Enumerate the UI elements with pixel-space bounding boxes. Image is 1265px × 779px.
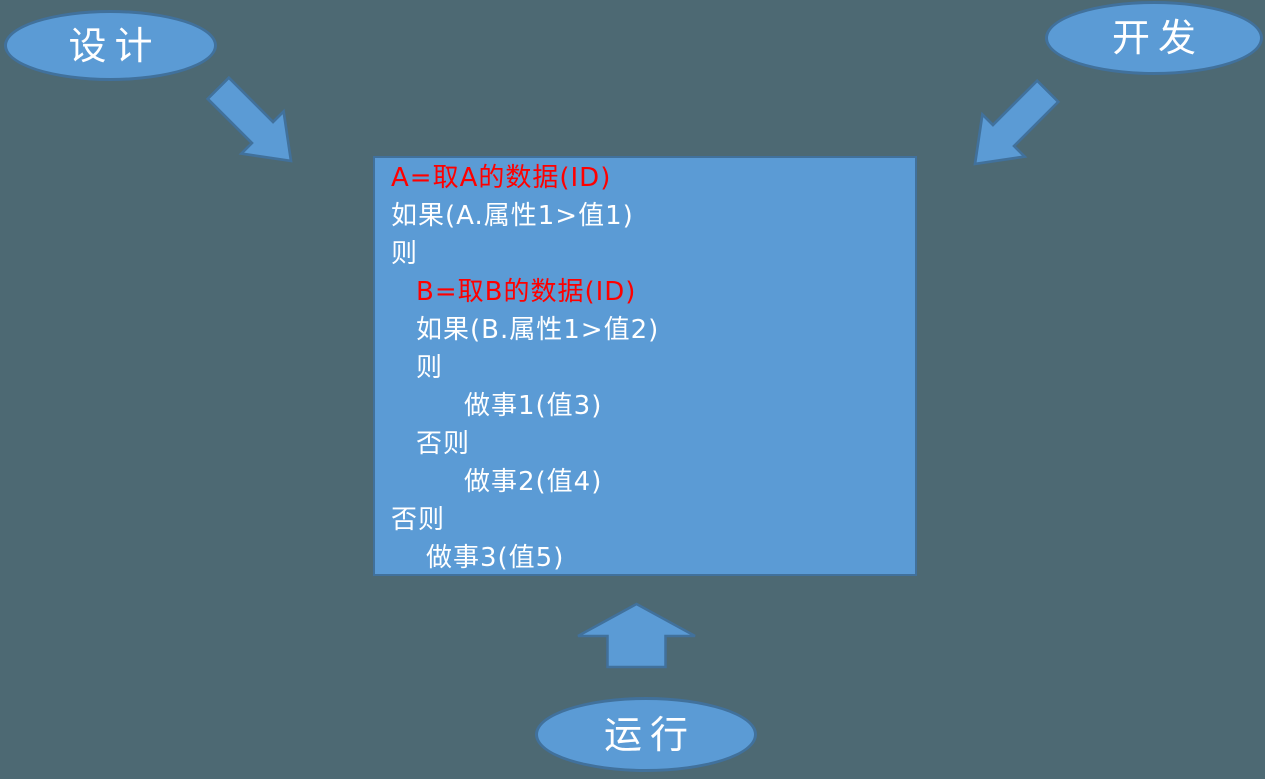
code-line-1: A=取A的数据(ID) — [391, 163, 612, 193]
code-line-9: 做事2(值4) — [464, 467, 603, 497]
code-line-8: 否则 — [416, 429, 471, 459]
code-line-3: 则 — [391, 239, 419, 269]
pseudocode-panel: A=取A的数据(ID) 如果(A.属性1>值1) 则 B=取B的数据(ID) 如… — [373, 156, 917, 576]
design-node: 设计 — [4, 10, 217, 81]
up-arrow-icon — [577, 602, 696, 669]
run-node-label: 运行 — [603, 712, 696, 757]
code-line-2: 如果(A.属性1>值1) — [391, 201, 634, 231]
code-line-10: 否则 — [391, 505, 446, 535]
code-line-5: 如果(B.属性1>值2) — [416, 315, 660, 345]
design-node-label: 设计 — [68, 23, 161, 68]
develop-node-label: 开发 — [1111, 16, 1204, 60]
down-right-arrow-icon — [205, 75, 293, 163]
code-line-11: 做事3(值5) — [426, 543, 565, 573]
develop-node: 开发 — [1045, 1, 1263, 75]
code-line-4: B=取B的数据(ID) — [416, 277, 637, 307]
run-node: 运行 — [535, 697, 757, 772]
code-line-6: 则 — [416, 353, 444, 383]
down-left-arrow-icon — [973, 78, 1061, 166]
code-line-7: 做事1(值3) — [464, 391, 603, 421]
